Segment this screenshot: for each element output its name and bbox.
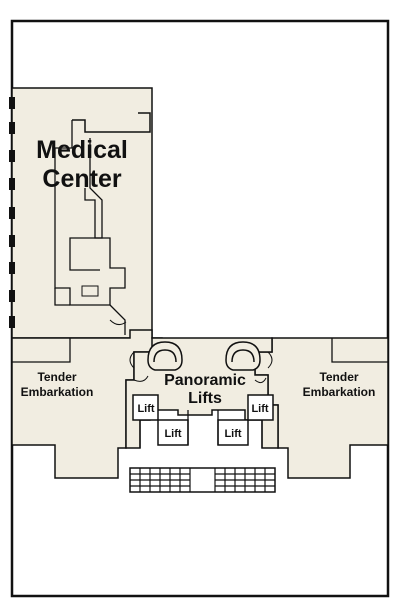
lift-label-4: Lift (251, 403, 268, 415)
window-icon (9, 97, 15, 328)
tender-right-label-line2: Embarkation (303, 385, 376, 399)
lift-shaft-1[interactable] (132, 394, 159, 421)
panoramic-lifts-label-line2: Lifts (188, 390, 222, 407)
panoramic-lifts-label-line1: Panoramic (164, 372, 246, 389)
medical-corridor-wall (54, 120, 126, 306)
stairs-icon (129, 467, 276, 493)
tender-left-label-line1: Tender (37, 370, 76, 384)
medical-wall-lower (54, 288, 70, 306)
medical-center-area[interactable] (11, 87, 153, 339)
medical-center-label-line2: Center (42, 165, 121, 193)
lift-label-2: Lift (164, 428, 181, 440)
lift-shaft-4[interactable] (247, 394, 274, 421)
medical-center-label-line1: Medical (36, 136, 128, 164)
tender-right-label-line1: Tender (319, 370, 358, 384)
tender-left-wall (12, 338, 71, 363)
tender-right-wall (331, 338, 388, 363)
lift-frame (139, 410, 263, 448)
medical-room-wall (69, 138, 103, 271)
medical-door-wall (109, 304, 126, 335)
medical-fixture-icon (81, 285, 99, 297)
lift-shaft-2[interactable] (157, 419, 189, 446)
tender-left-label-line2: Embarkation (21, 385, 94, 399)
lift-label-1: Lift (137, 403, 154, 415)
door-swing-icon (109, 319, 127, 326)
armchair-icon (147, 341, 261, 371)
lift-label-3: Lift (224, 428, 241, 440)
medical-wall (72, 112, 151, 133)
door-swing-icon (129, 351, 273, 384)
